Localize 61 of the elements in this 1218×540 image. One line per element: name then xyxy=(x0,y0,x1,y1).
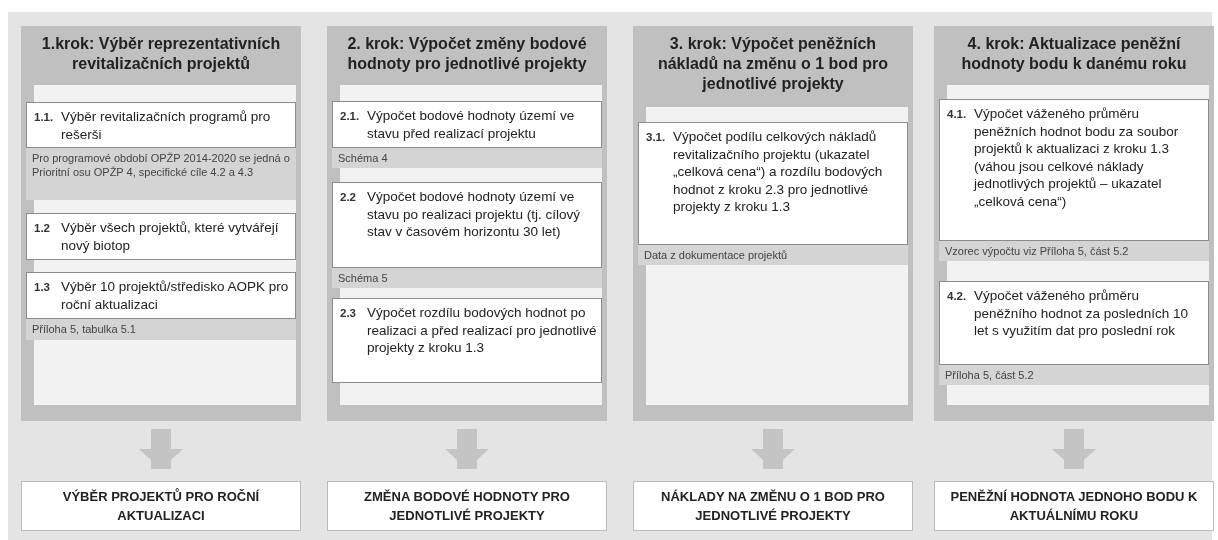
task-box xyxy=(26,102,296,148)
note-text: Pro programové období OPŽP 2014-2020 se jedná o Prioritní osu OPŽP 4, specifické cíle 4.2 a 4.3 xyxy=(32,151,291,179)
step-number: 4.1. xyxy=(947,107,967,122)
step-panel xyxy=(327,26,607,421)
note-band xyxy=(939,241,1209,261)
note-band xyxy=(26,319,296,340)
task-box xyxy=(638,122,908,245)
task-text: Výběr 10 projektů/středisko AOPK pro roční aktualizaci xyxy=(61,278,290,313)
step-heading: 3. krok: Výpočet peněžních nákladů na změnu o 1 bod pro jednotlivé projekty xyxy=(656,34,890,94)
task-text: Výběr revitalizačních programů pro rešerši xyxy=(61,108,272,143)
step-number: 4.2. xyxy=(947,289,967,304)
result-box xyxy=(934,481,1214,531)
result-text: PENĚŽNÍ HODNOTA JEDNOHO BODU K AKTUÁLNÍMU ROKU xyxy=(949,488,1199,525)
task-text: Výpočet váženého průměru peněžních hodnot bodu za soubor projektů k aktualizaci z kroku 1.3 (váhou jsou celkové náklady jednotlivých projektů – ukazatel „celková cena“) xyxy=(974,105,1180,210)
block-arrow xyxy=(139,429,183,469)
block-arrow xyxy=(445,429,489,469)
task-box xyxy=(939,281,1209,365)
note-band xyxy=(332,268,602,288)
step-heading: 4. krok: Aktualizace peněžní hodnoty bodu k danému roku xyxy=(960,34,1188,74)
step-number: 3.1. xyxy=(646,130,666,145)
result-box xyxy=(633,481,913,531)
task-text: Výpočet bodové hodnoty území ve stavu před realizací projektu xyxy=(367,107,576,142)
result-box xyxy=(21,481,301,531)
note-text: Schéma 5 xyxy=(338,271,389,285)
step-heading: 2. krok: Výpočet změny bodové hodnoty pro jednotlivé projekty xyxy=(346,34,588,74)
task-box xyxy=(939,99,1209,241)
step-number: 1.2 xyxy=(34,221,50,236)
step-panel xyxy=(934,26,1214,421)
step-panel xyxy=(21,26,301,421)
step-heading: 1.krok: Výběr reprezentativních revitalizačních projektů xyxy=(40,34,282,74)
block-arrow xyxy=(1052,429,1096,469)
step-number: 1.1. xyxy=(34,110,54,125)
note-band xyxy=(638,245,908,265)
task-box xyxy=(332,298,602,383)
block-arrow xyxy=(751,429,795,469)
task-box xyxy=(332,182,602,268)
note-text: Schéma 4 xyxy=(338,151,389,165)
result-text: ZMĚNA BODOVÉ HODNOTY PRO JEDNOTLIVÉ PROJEKTY xyxy=(363,488,571,525)
task-text: Výpočet podílu celkových nákladů revitalizačního projektu (ukazatel „celková cena“) a rozdílu bodových hodnot z kroku 2.3 pro jednotlivé projekty z kroku 1.3 xyxy=(673,128,884,216)
step-number: 1.3 xyxy=(34,280,50,295)
step-panel xyxy=(633,26,913,421)
note-text: Příloha 5, tabulka 5.1 xyxy=(32,322,137,336)
result-box xyxy=(327,481,607,531)
note-text: Data z dokumentace projektů xyxy=(644,248,789,262)
step-number: 2.2 xyxy=(340,190,356,205)
task-box xyxy=(332,101,602,148)
task-box xyxy=(26,272,296,319)
task-text: Výběr všech projektů, které vytvářejí nový biotop xyxy=(61,219,280,254)
note-text: Vzorec výpočtu viz Příloha 5, část 5.2 xyxy=(945,244,1130,258)
note-text: Příloha 5, část 5.2 xyxy=(945,368,1035,382)
note-band xyxy=(939,365,1209,385)
note-band xyxy=(332,148,602,168)
task-text: Výpočet rozdílu bodových hodnot po realizaci a před realizací pro jednotlivé projekty z kroku 1.3 xyxy=(367,304,597,357)
task-box xyxy=(26,213,296,260)
step-number: 2.3 xyxy=(340,306,356,321)
task-text: Výpočet váženého průměru peněžního hodnot za posledních 10 let s využitím dat pro poslední rok xyxy=(974,287,1189,340)
result-text: VÝBĚR PROJEKTŮ PRO ROČNÍ AKTUALIZACI xyxy=(61,487,261,525)
step-number: 2.1. xyxy=(340,109,360,124)
task-text: Výpočet bodové hodnoty území ve stavu po realizaci projektu (tj. cílový stav v časovém horizontu 30 let) xyxy=(367,188,582,241)
result-text: NÁKLADY NA ZMĚNU O 1 BOD PRO JEDNOTLIVÉ PROJEKTY xyxy=(660,488,886,525)
note-band xyxy=(26,148,296,200)
